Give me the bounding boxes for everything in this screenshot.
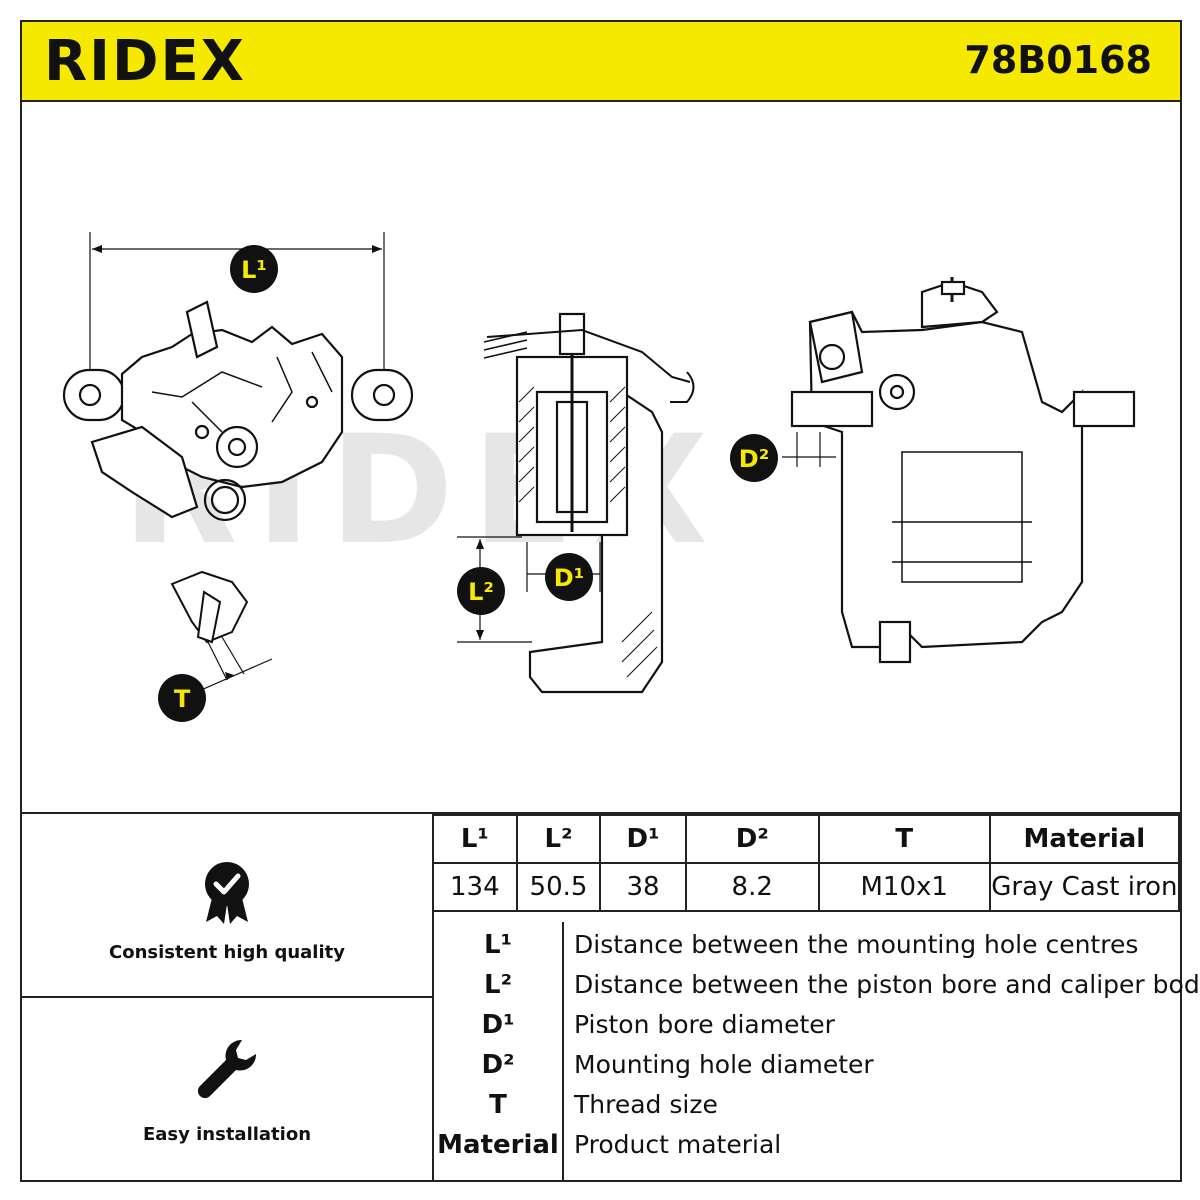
legend-desc: Product material xyxy=(574,1130,782,1159)
callout-t: T xyxy=(158,674,206,722)
callout-l2: L² xyxy=(457,567,505,615)
spec-value-d2: 8.2 xyxy=(684,862,820,912)
legend-key: D¹ xyxy=(481,1010,515,1040)
spec-value-l1: 134 xyxy=(432,862,518,912)
svg-text:L¹: L¹ xyxy=(241,256,267,284)
svg-text:D²: D² xyxy=(739,445,769,473)
spec-value-d1: 38 xyxy=(599,862,687,912)
spec-header-material: Material xyxy=(988,814,1181,864)
legend-divider xyxy=(562,922,564,1182)
technical-drawing: RIDEX xyxy=(22,102,1180,812)
spec-header-l1: L¹ xyxy=(432,814,518,864)
svg-text:L²: L² xyxy=(468,578,494,606)
spec-value-t: M10x1 xyxy=(817,862,991,912)
legend-desc: Distance between the piston bore and cal… xyxy=(574,970,1200,999)
legend-key: L¹ xyxy=(484,930,512,960)
feature-quality-label: Consistent high quality xyxy=(109,942,345,963)
spec-header-d1: D¹ xyxy=(599,814,687,864)
wrench-icon xyxy=(197,1039,257,1099)
legend-desc: Thread size xyxy=(574,1090,718,1119)
legend-key: T xyxy=(489,1090,507,1120)
legend-desc: Distance between the mounting hole centr… xyxy=(574,930,1139,959)
specs-table: L¹ L² D¹ D² T Material 134 50.5 38 8.2 M… xyxy=(432,814,1181,912)
column-divider xyxy=(432,814,434,1182)
product-sheet: RIDEX 78B0168 RIDEX xyxy=(20,20,1200,1182)
caliper-front-view xyxy=(782,277,1136,664)
spec-header-t: T xyxy=(817,814,991,864)
quality-badge-icon xyxy=(205,862,249,924)
caliper-section-view xyxy=(457,312,695,694)
svg-text:D¹: D¹ xyxy=(554,564,584,592)
legend-key: Material xyxy=(437,1130,559,1160)
feature-installation-label: Easy installation xyxy=(142,1124,312,1145)
info-section: Consistent high quality Easy installatio… xyxy=(22,812,1200,1182)
specs-header-row: L¹ L² D¹ D² T Material xyxy=(432,814,1181,864)
spec-header-d2: D² xyxy=(684,814,820,864)
callout-d1: D¹ xyxy=(545,553,593,601)
specs-value-row: 134 50.5 38 8.2 M10x1 Gray Cast iron xyxy=(432,862,1181,912)
spec-value-l2: 50.5 xyxy=(515,862,602,912)
feature-installation: Easy installation xyxy=(22,998,432,1182)
svg-text:T: T xyxy=(174,685,191,713)
spec-value-material: Gray Cast iron xyxy=(988,862,1181,912)
brand-logo: RIDEX xyxy=(44,29,246,94)
callout-l1: L¹ xyxy=(230,245,278,293)
legend: L¹ Distance between the mounting hole ce… xyxy=(434,922,1200,1182)
callout-d2: D² xyxy=(730,434,778,482)
spec-header-l2: L² xyxy=(515,814,602,864)
bleed-screw-view xyxy=(170,570,273,695)
legend-key: D² xyxy=(481,1050,515,1080)
feature-quality: Consistent high quality xyxy=(22,814,432,998)
header-bar: RIDEX 78B0168 xyxy=(22,22,1180,102)
legend-desc: Mounting hole diameter xyxy=(574,1050,874,1079)
caliper-side-view xyxy=(62,232,414,522)
part-number: 78B0168 xyxy=(964,38,1152,82)
legend-key: L² xyxy=(484,970,512,1000)
legend-desc: Piston bore diameter xyxy=(574,1010,835,1039)
caliper-drawing: RIDEX xyxy=(62,232,1136,722)
